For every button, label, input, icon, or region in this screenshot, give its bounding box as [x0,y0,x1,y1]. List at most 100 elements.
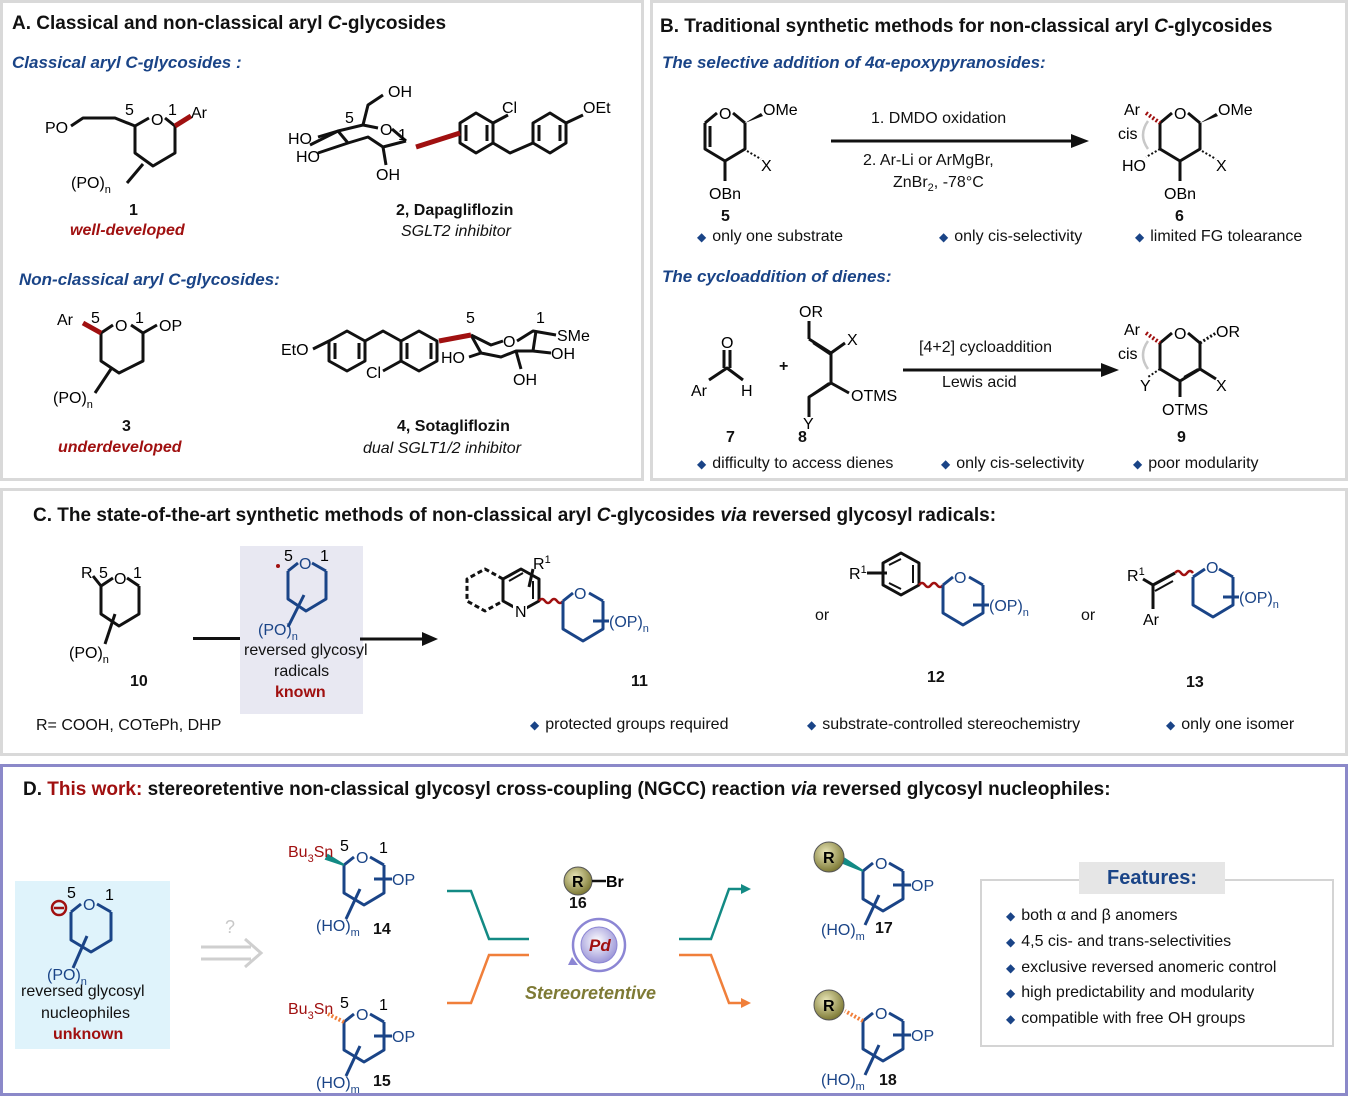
method1-bullet-1: ◆only one substrate [697,228,843,245]
reaction-arrow [360,632,438,646]
atom-o-ring: O [380,122,392,139]
method1-bullet-3: ◆limited FG tolearance [1135,228,1303,245]
atom-x: X [1216,158,1227,175]
feature-4: ◆high predictability and modularity [1006,984,1255,1001]
compound-12-number: 12 [927,669,945,686]
atom-o: O [875,856,887,873]
compound-13-structure: R1 Ar O (OP)n [1127,560,1279,629]
compound-10-number: 10 [130,673,148,690]
atom-cl: Cl [502,100,517,117]
teal-path-out [679,887,743,941]
compound-5-structure: O OMe X OBn [703,102,798,203]
nucleophile-structure: 5 O 1 (PO)n [47,885,114,988]
atom-or: OR [799,304,823,321]
feature-3: ◆exclusive reversed anomeric control [1006,959,1277,976]
atom-ar: Ar [1143,612,1160,629]
compound-4-structure: EtO Cl 5 O 1 SMe HO OH OH [281,310,590,389]
atom-o-ring: O [503,334,515,351]
compound-8-structure: OR X OTMS Y [799,304,897,433]
diamond-icon: ◆ [530,718,540,732]
compound-9-structure: Ar O OR cis Y X OTMS [1118,322,1240,419]
atom-op: OP [392,1029,415,1046]
atom-ho: HO [441,350,465,367]
atom-po-n: (PO)n [71,175,111,196]
compound-1-number: 1 [129,202,138,219]
reagent-br: Br [606,874,624,891]
radical-line2: radicals [274,663,330,680]
atom-o: O [1174,326,1186,343]
cis-label: cis [1118,126,1138,143]
features-box [980,879,1334,1047]
nonclassical-heading: Non-classical aryl C-glycosides: [19,270,280,289]
locant-5: 5 [67,885,76,902]
compound-18-number: 18 [879,1072,897,1089]
reagent-r: R [572,874,584,891]
atom-o: O [356,1007,368,1024]
atom-o: O [114,571,126,588]
reaction-arrow-2 [903,363,1119,377]
or-2: or [1081,607,1096,624]
atom-bu3sn: Bu3Sn [288,844,333,865]
method1-bullet-2: ◆only cis-selectivity [939,228,1083,245]
atom-y: Y [1140,378,1151,395]
compound-17-structure: R O OP (HO)m [813,841,934,943]
stereoretentive-label: Stereoretentive [525,983,657,1003]
compound-16-number: 16 [569,895,587,912]
compound-12-structure: R1 O (OP)n [849,551,1029,627]
compound-2-desc: SGLT2 inhibitor [401,223,511,240]
locant-1: 1 [133,565,142,582]
compound-3-number: 3 [122,418,131,435]
atom-r1: R1 [849,564,867,583]
atom-r1: R1 [1127,566,1145,585]
atom-y: Y [803,416,814,433]
locant-5: 5 [466,310,475,327]
compound-2-label: 2, Dapagliflozin [396,202,514,219]
diamond-icon: ◆ [1006,961,1016,975]
locant-1: 1 [320,548,329,565]
atom-o: O [1174,106,1186,123]
atom-ho-m: (HO)m [821,922,865,943]
method1-step1: 1. DMDO oxidation [871,110,1007,127]
atom-ho-m: (HO)m [316,918,360,939]
atom-r1: R1 [533,554,551,573]
feature-1: ◆both α and β anomers [1006,907,1178,924]
atom-po-n: (PO)n [47,967,87,988]
locant-5: 5 [99,565,108,582]
atom-obn: OBn [709,186,741,203]
r-group: R [823,998,835,1015]
atom-o: O [1206,560,1218,577]
atom-o: O [574,586,586,603]
atom-obn: OBn [1164,186,1196,203]
atom-ho: HO [1122,158,1146,175]
panel-b: B. Traditional synthetic methods for non… [650,0,1348,481]
atom-po-n: (PO)n [258,622,298,643]
compound-4-label: 4, Sotagliflozin [397,418,510,435]
nucleophile-line1: reversed glycosyl [21,983,145,1000]
features-title: Features: [1079,862,1225,894]
compound-2-structure: OH 5 O 1 HO HO OH Cl OEt [288,84,611,184]
atom-o: O [115,318,127,335]
locant-1: 1 [379,997,388,1014]
compound-6-structure: Ar O OMe cis HO X OBn [1118,102,1253,203]
atom-op-n: (OP)n [609,614,649,635]
panel-c-bullet-3: ◆only one isomer [1166,716,1295,733]
r-definition: R= COOH, COTePh, DHP [36,717,222,734]
atom-ome: OMe [1218,102,1253,119]
atom-otms: OTMS [1162,402,1208,419]
atom-n: N [515,604,527,621]
method2-heading: The cycloaddition of dienes: [662,267,892,286]
panel-c-title: C. The state-of-the-art synthetic method… [33,505,997,526]
atom-h: H [741,383,753,400]
atom-x: X [1216,378,1227,395]
compound-1-note: well-developed [70,222,185,239]
panel-d: D. This work: stereoretentive non-classi… [0,764,1348,1096]
atom-ar: Ar [191,105,208,122]
compound-14-number: 14 [373,921,391,938]
panel-c: C. The state-of-the-art synthetic method… [0,488,1348,756]
compound-13-number: 13 [1186,674,1204,691]
retrosynthesis-arrow [201,937,264,969]
diamond-icon: ◆ [807,718,817,732]
connector-line [193,637,241,640]
diamond-icon: ◆ [1006,935,1016,949]
locant-1: 1 [398,127,407,144]
